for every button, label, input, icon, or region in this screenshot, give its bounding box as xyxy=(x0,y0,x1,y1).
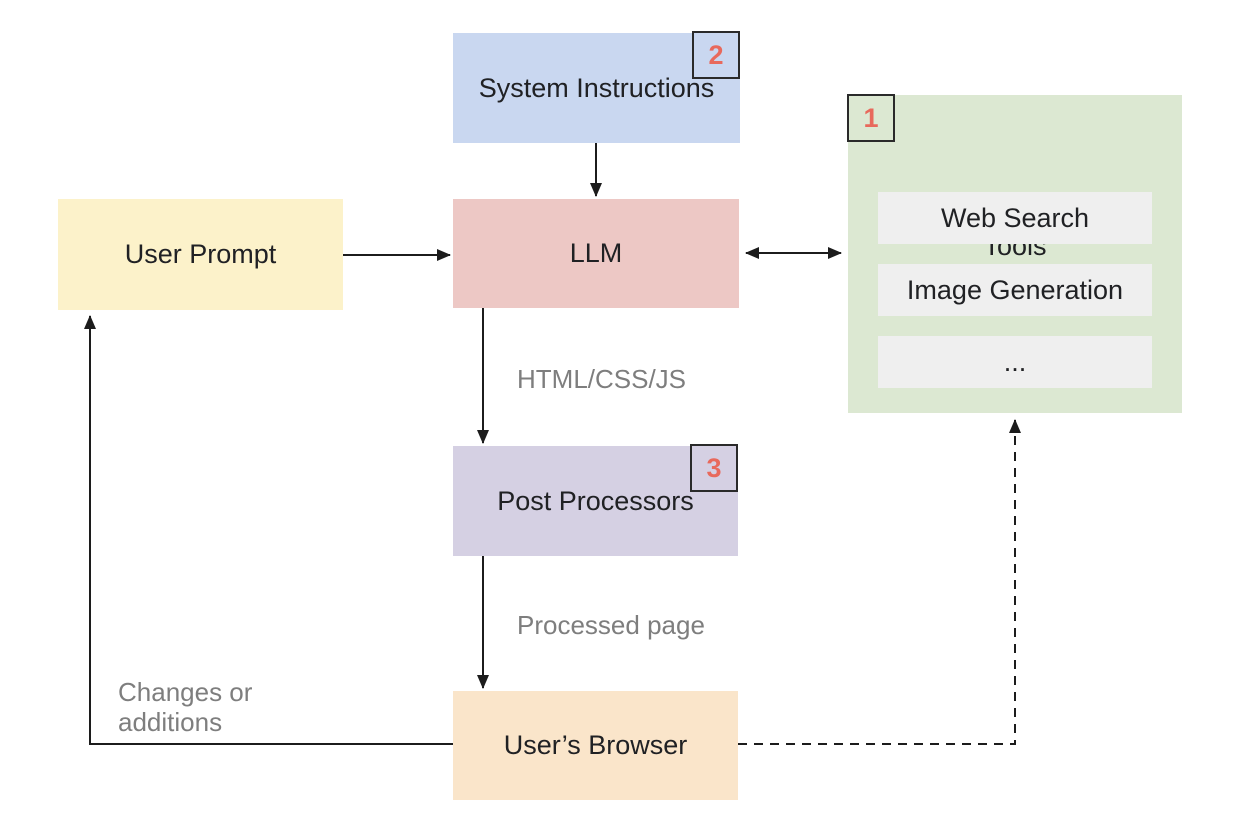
node-users-browser-label: User’s Browser xyxy=(503,730,688,761)
node-system-instructions: System Instructions 2 xyxy=(453,31,740,143)
badge-1: 1 xyxy=(847,94,895,142)
edge-label-changes-or-additions: Changes or additions xyxy=(118,677,253,737)
tool-item-image-generation: Image Generation xyxy=(878,264,1152,316)
badge-2: 2 xyxy=(692,31,740,79)
node-users-browser: User’s Browser xyxy=(453,691,738,800)
tool-item-ellipsis: ... xyxy=(878,336,1152,388)
edge-label-processed-page: Processed page xyxy=(517,610,705,640)
node-tools: 1 Tools Web Search Image Generation ... xyxy=(847,94,1182,413)
node-llm-label: LLM xyxy=(569,238,623,269)
badge-3: 3 xyxy=(690,444,738,492)
node-llm: LLM xyxy=(453,199,739,308)
node-system-instructions-label: System Instructions xyxy=(478,72,715,103)
node-user-prompt-label: User Prompt xyxy=(124,239,277,270)
tool-item-web-search: Web Search xyxy=(878,192,1152,244)
connector-browser-to-tools-dashed xyxy=(738,419,1021,745)
edge-label-html-css-js: HTML/CSS/JS xyxy=(517,364,687,394)
node-post-processors-label: Post Processors xyxy=(497,485,694,516)
node-post-processors: Post Processors 3 xyxy=(453,444,738,556)
node-user-prompt: User Prompt xyxy=(58,199,343,310)
